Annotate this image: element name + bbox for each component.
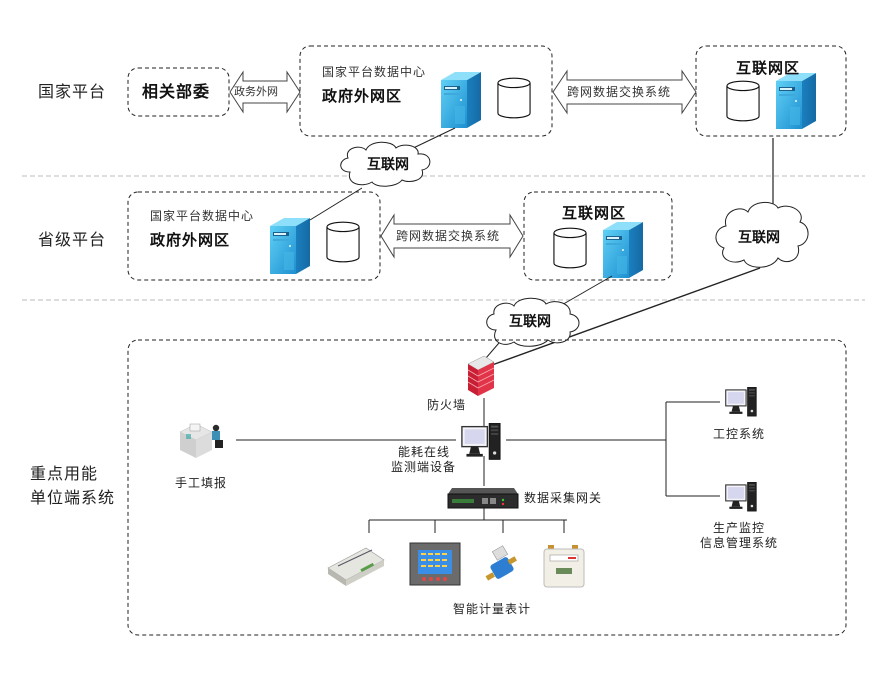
meter-water-icon	[485, 545, 517, 581]
provincial-data-center-caption: 国家平台数据中心	[150, 209, 255, 223]
cloud-middle-label: 互联网	[509, 314, 551, 330]
provincial-internet-database-icon	[553, 227, 587, 269]
tier-label-unit-line2: 单位端系统	[30, 488, 116, 507]
provincial-exchange-double-arrow	[380, 213, 524, 259]
tier-label-national: 国家平台	[38, 82, 107, 101]
provincial-internet-zone-box	[523, 191, 673, 281]
gov-link-arrow-label: 政务外网	[234, 85, 278, 98]
national-internet-server-icon	[776, 73, 816, 129]
gateway-label: 数据采集网关	[524, 491, 603, 505]
national-gov-zone-box	[299, 45, 553, 137]
firewall-icon	[467, 355, 495, 396]
tier-label-unit-line1: 重点用能	[30, 464, 99, 483]
meter-gas-icon	[543, 545, 585, 588]
link-right-cloud-firewall	[491, 267, 761, 366]
firewall-label: 防火墙	[427, 398, 467, 412]
gov-link-double-arrow	[229, 70, 301, 114]
national-gov-zone-title: 政府外网区	[322, 87, 403, 105]
national-gov-server-icon	[441, 72, 481, 128]
ics-pc-icon	[724, 387, 758, 417]
cloud-right-label: 互联网	[738, 230, 780, 246]
cloud-middle-icon	[486, 297, 580, 347]
ministry-label: 相关部委	[142, 82, 211, 101]
national-exchange-double-arrow	[552, 69, 697, 115]
provincial-gov-zone-title: 政府外网区	[150, 231, 231, 249]
national-internet-zone-title: 互联网区	[736, 59, 801, 77]
meter-din-rail-icon	[327, 547, 385, 586]
cloud-right-icon	[715, 202, 809, 268]
provincial-gov-database-icon	[326, 221, 360, 263]
production-pc-icon	[724, 482, 758, 512]
cloud-top-label: 互联网	[367, 157, 409, 173]
production-label-line1: 生产监控	[713, 521, 766, 535]
national-data-center-caption: 国家平台数据中心	[322, 65, 427, 79]
national-exchange-arrow-label: 跨网数据交换系统	[567, 85, 672, 99]
provincial-gov-server-icon	[270, 218, 310, 274]
provincial-internet-server-icon	[603, 222, 643, 278]
provincial-gov-zone-box	[127, 191, 381, 281]
provincial-exchange-arrow-label: 跨网数据交换系统	[396, 229, 501, 243]
manual-entry-workstation-icon	[179, 423, 223, 458]
monitor-device-pc-icon	[461, 423, 501, 461]
tier-label-provincial: 省级平台	[38, 230, 107, 249]
ics-label: 工控系统	[713, 427, 766, 441]
national-internet-database-icon	[726, 80, 760, 122]
gateway-device-icon	[447, 488, 519, 509]
production-label-line2: 信息管理系统	[700, 536, 779, 550]
national-internet-zone-box	[695, 45, 847, 137]
meter-power-analyzer-icon	[409, 542, 461, 586]
cloud-top-icon	[340, 141, 431, 187]
provincial-internet-zone-title: 互联网区	[562, 204, 627, 222]
unit-system-box	[127, 339, 847, 636]
meters-label: 智能计量表计	[453, 602, 532, 616]
manual-entry-label: 手工填报	[175, 476, 228, 490]
national-gov-database-icon	[497, 77, 531, 119]
monitor-device-label-line2: 监测端设备	[391, 460, 457, 474]
link-provincial-internet-cloud	[559, 275, 613, 307]
monitor-device-label-line1: 能耗在线	[398, 445, 451, 459]
link-cloud-provincial-server	[309, 187, 363, 221]
